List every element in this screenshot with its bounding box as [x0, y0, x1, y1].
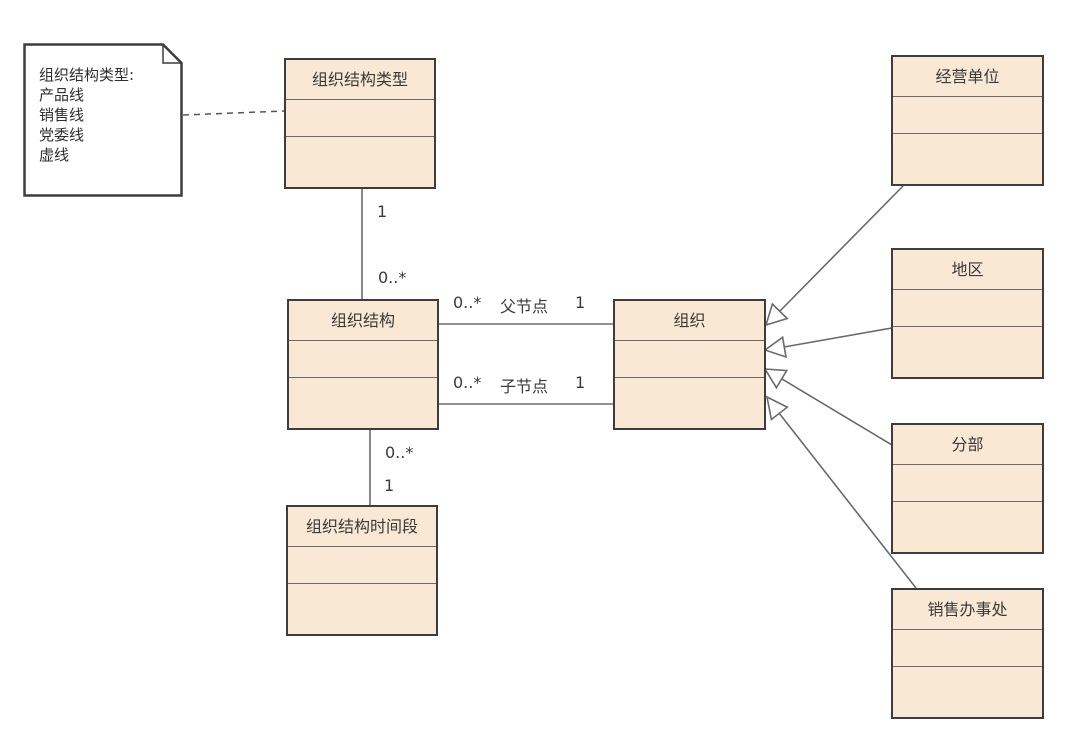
generalization-arrowhead [765, 395, 789, 421]
class-name: 组织 [615, 301, 764, 341]
class-attributes [893, 465, 1042, 502]
multiplicity-child-org-end: 1 [575, 373, 586, 392]
class-name: 组织结构时间段 [288, 507, 436, 547]
note-anchor-line [182, 110, 286, 116]
class-org-structure-type[interactable]: 组织结构类型 [284, 58, 436, 189]
class-business-unit[interactable]: 经营单位 [891, 55, 1044, 186]
note-item: 党委线 [39, 126, 85, 144]
generalization-sales-office [778, 412, 917, 589]
class-attributes [615, 341, 764, 378]
note-item: 虚线 [39, 146, 70, 164]
class-org-structure[interactable]: 组织结构 [287, 299, 439, 430]
note-text: 组织结构类型: 产品线 销售线 党委线 虚线 [39, 65, 134, 165]
multiplicity-type-end: 1 [377, 202, 388, 221]
class-org[interactable]: 组织 [613, 299, 766, 430]
class-sales-office[interactable]: 销售办事处 [891, 588, 1044, 719]
class-attributes [289, 341, 437, 378]
multiplicity-parent-org-end: 1 [575, 293, 586, 312]
class-name: 组织结构 [289, 301, 437, 341]
class-attributes [893, 630, 1042, 667]
class-name: 地区 [893, 250, 1042, 290]
class-region[interactable]: 地区 [891, 248, 1044, 379]
class-attributes [893, 290, 1042, 327]
generalization-arrowhead [764, 302, 789, 327]
class-branch[interactable]: 分部 [891, 423, 1044, 554]
generalization-branch [781, 378, 893, 446]
generalization-arrowhead [763, 335, 788, 359]
class-attributes [286, 100, 434, 137]
class-org-structure-period[interactable]: 组织结构时间段 [286, 505, 438, 636]
note-item: 销售线 [39, 106, 85, 124]
role-child-node: 子节点 [500, 377, 549, 396]
multiplicity-child-structure-end: 0..* [453, 373, 482, 392]
multiplicity-parent-structure-end: 0..* [453, 293, 482, 312]
generalization-region [783, 327, 893, 348]
note-outline [23, 43, 183, 197]
generalization-arrowhead [763, 368, 789, 390]
multiplicity-structure-period-period-end: 1 [384, 476, 395, 495]
generalization-business-unit [779, 185, 904, 312]
role-parent-node: 父节点 [500, 297, 549, 316]
class-attributes [288, 547, 436, 584]
class-name: 经营单位 [893, 57, 1042, 97]
class-name: 销售办事处 [893, 590, 1042, 630]
note-item: 产品线 [39, 86, 85, 104]
class-attributes [893, 97, 1042, 134]
class-name: 组织结构类型 [286, 60, 434, 100]
class-name: 分部 [893, 425, 1042, 465]
multiplicity-structure-period-structure-end: 0..* [385, 443, 414, 462]
multiplicity-structure-end: 0..* [378, 268, 407, 287]
type-note: 组织结构类型: 产品线 销售线 党委线 虚线 [23, 43, 183, 197]
note-heading: 组织结构类型: [39, 66, 135, 84]
